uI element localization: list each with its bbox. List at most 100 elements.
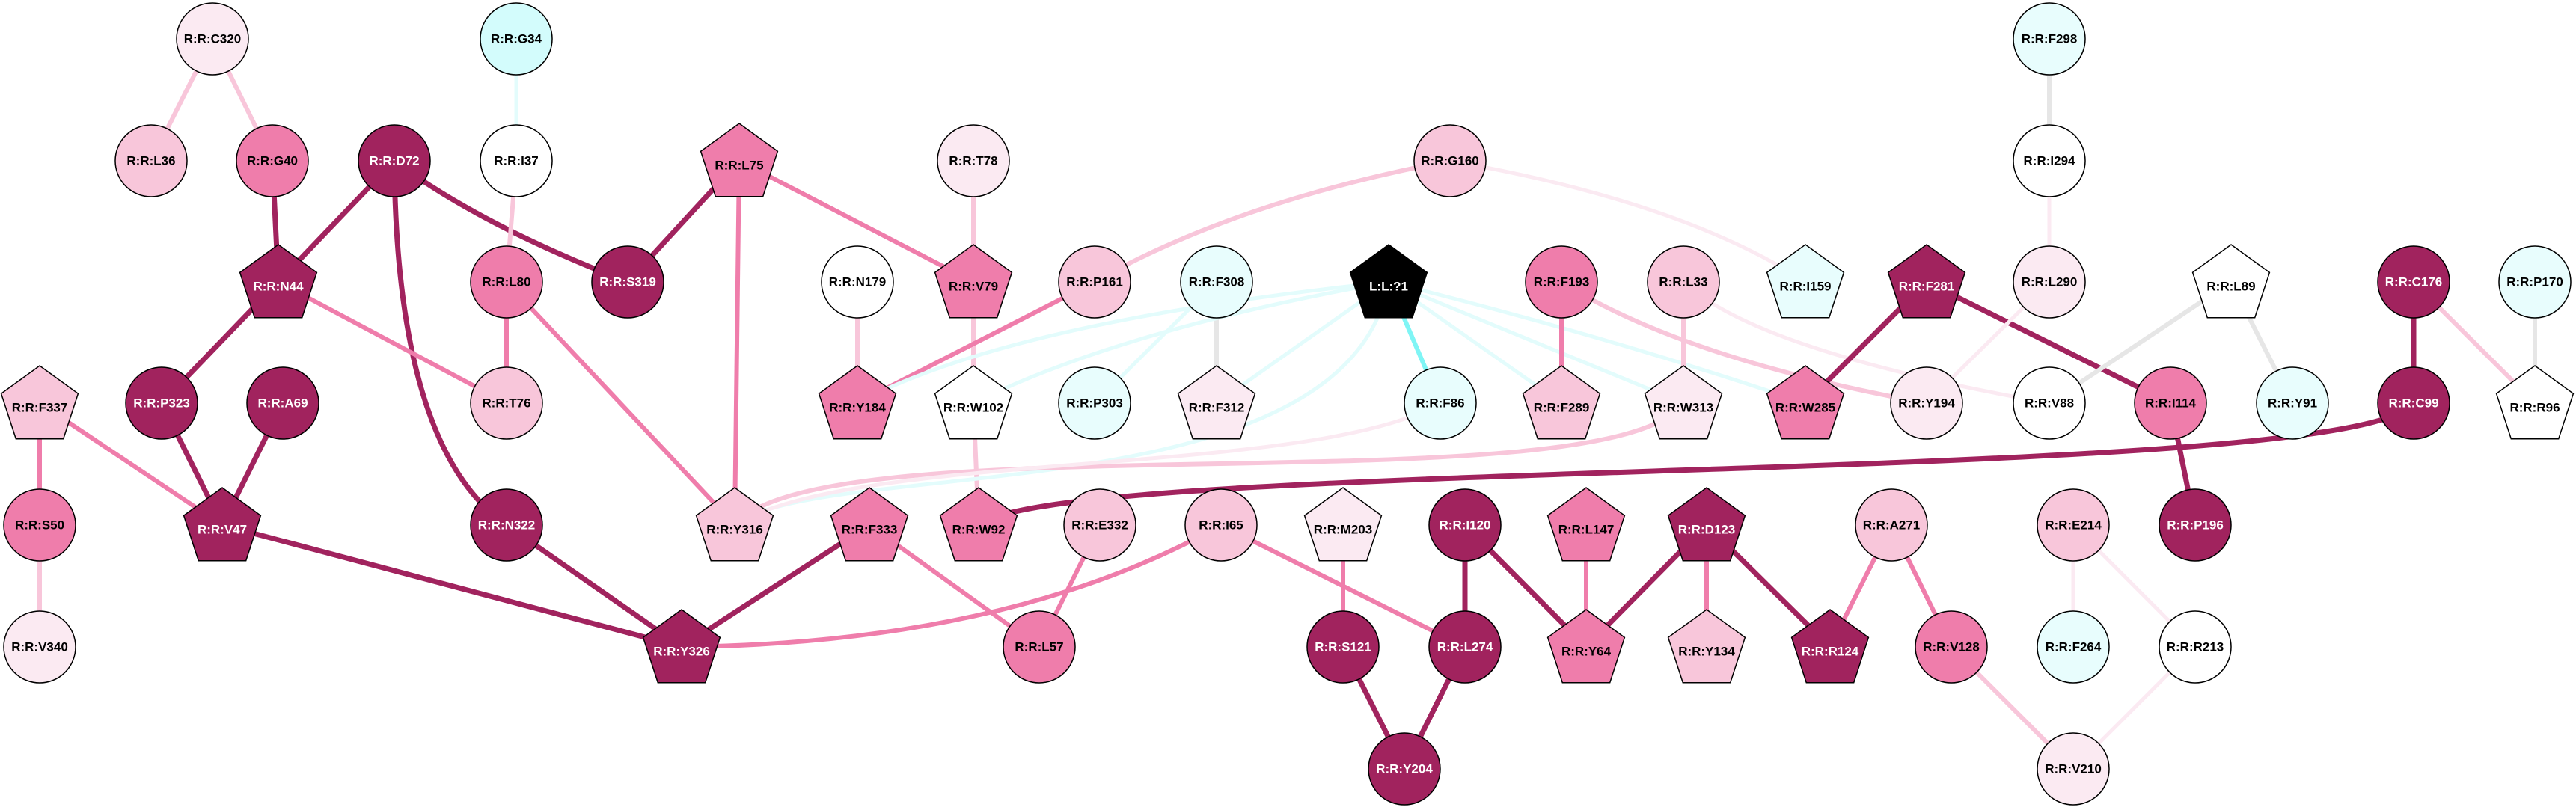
node-r-r-y316[interactable]: R:R:Y316 <box>695 487 774 562</box>
node-r-r-v88[interactable]: R:R:V88 <box>2013 366 2086 440</box>
node-r-r-w313[interactable]: R:R:W313 <box>1644 365 1723 440</box>
node-l-l--1[interactable]: L:L:?1 <box>1349 244 1428 319</box>
node-r-r-y91[interactable]: R:R:Y91 <box>2256 366 2329 440</box>
node-r-r-n44[interactable]: R:R:N44 <box>239 244 318 319</box>
node-r-r-p303[interactable]: R:R:P303 <box>1058 366 1131 440</box>
node-r-r-w285[interactable]: R:R:W285 <box>1766 365 1845 440</box>
node-r-r-p323[interactable]: R:R:P323 <box>125 366 198 440</box>
node-r-r-f312[interactable]: R:R:F312 <box>1177 365 1256 440</box>
node-label: R:R:F337 <box>12 401 68 415</box>
node-r-r-s50[interactable]: R:R:S50 <box>3 488 76 562</box>
edge-F333-Y326 <box>680 523 871 649</box>
node-r-r-f289[interactable]: R:R:F289 <box>1522 365 1601 440</box>
node-r-r-t76[interactable]: R:R:T76 <box>470 366 543 440</box>
node-r-r-r124[interactable]: R:R:R124 <box>1790 609 1870 684</box>
node-r-r-r96[interactable]: R:R:R96 <box>2495 365 2575 440</box>
node-r-r-f264[interactable]: R:R:F264 <box>2037 610 2110 684</box>
node-r-r-d123[interactable]: R:R:D123 <box>1667 487 1746 562</box>
node-r-r-l89[interactable]: R:R:L89 <box>2191 244 2271 319</box>
node-r-r-y194[interactable]: R:R:Y194 <box>1890 366 1963 440</box>
node-circle <box>1890 366 1963 440</box>
node-r-r-l36[interactable]: R:R:L36 <box>114 124 188 197</box>
node-r-r-f281[interactable]: R:R:F281 <box>1887 244 1966 319</box>
node-r-r-l290[interactable]: R:R:L290 <box>2013 245 2086 319</box>
node-pentagon <box>239 244 318 319</box>
node-r-r-r213[interactable]: R:R:R213 <box>2159 610 2232 684</box>
node-r-r-v79[interactable]: R:R:V79 <box>934 244 1013 319</box>
node-r-r-s121[interactable]: R:R:S121 <box>1306 610 1380 684</box>
node-r-r-w102[interactable]: R:R:W102 <box>934 365 1013 440</box>
node-r-r-p170[interactable]: R:R:P170 <box>2498 245 2572 319</box>
node-r-r-g34[interactable]: R:R:G34 <box>480 2 553 76</box>
node-r-r-w92[interactable]: R:R:W92 <box>939 487 1018 562</box>
node-r-r-t78[interactable]: R:R:T78 <box>937 124 1010 197</box>
node-label: R:R:N179 <box>829 275 887 289</box>
node-r-r-i114[interactable]: R:R:I114 <box>2134 366 2207 440</box>
node-label: R:R:C99 <box>2388 396 2438 411</box>
node-r-r-d72[interactable]: R:R:D72 <box>358 124 431 197</box>
node-r-r-l147[interactable]: R:R:L147 <box>1546 487 1626 562</box>
node-r-r-l33[interactable]: R:R:L33 <box>1647 245 1720 319</box>
node-r-r-p161[interactable]: R:R:P161 <box>1058 245 1131 319</box>
node-r-r-v340[interactable]: R:R:V340 <box>3 610 76 684</box>
node-r-r-y184[interactable]: R:R:Y184 <box>818 365 897 440</box>
edge-W313-Y316 <box>732 402 1686 527</box>
node-circle <box>1428 610 1502 684</box>
node-r-r-e214[interactable]: R:R:E214 <box>2037 488 2110 562</box>
edge-F337-V47 <box>38 401 224 527</box>
node-r-r-f308[interactable]: R:R:F308 <box>1180 245 1253 319</box>
node-label: R:R:P196 <box>2167 518 2224 533</box>
node-r-r-s319[interactable]: R:R:S319 <box>591 245 664 319</box>
node-r-r-f333[interactable]: R:R:F333 <box>830 487 909 562</box>
edge-Y326-I65 <box>681 523 1223 649</box>
node-r-r-c320[interactable]: R:R:C320 <box>176 2 249 76</box>
node-pentagon <box>818 365 897 440</box>
node-label: R:R:Y326 <box>653 645 710 659</box>
node-circle <box>480 124 553 197</box>
node-r-r-y134[interactable]: R:R:Y134 <box>1667 609 1746 684</box>
node-r-r-g160[interactable]: R:R:G160 <box>1413 124 1487 197</box>
node-r-r-f193[interactable]: R:R:F193 <box>1525 245 1598 319</box>
node-r-r-v47[interactable]: R:R:V47 <box>183 487 262 562</box>
node-label: R:R:F333 <box>842 523 898 537</box>
node-circle <box>114 124 188 197</box>
node-r-r-a271[interactable]: R:R:A271 <box>1855 488 1928 562</box>
node-r-r-c176[interactable]: R:R:C176 <box>2377 245 2450 319</box>
node-r-r-y204[interactable]: R:R:Y204 <box>1368 732 1441 806</box>
node-label: R:R:L57 <box>1015 640 1063 654</box>
node-r-r-v210[interactable]: R:R:V210 <box>2037 732 2110 806</box>
node-r-r-l274[interactable]: R:R:L274 <box>1428 610 1502 684</box>
node-r-r-m203[interactable]: R:R:M203 <box>1303 487 1383 562</box>
node-label: R:R:Y91 <box>2268 396 2317 411</box>
node-r-r-c99[interactable]: R:R:C99 <box>2377 366 2450 440</box>
node-r-r-n179[interactable]: R:R:N179 <box>821 245 894 319</box>
node-r-r-g40[interactable]: R:R:G40 <box>236 124 309 197</box>
node-r-r-i65[interactable]: R:R:I65 <box>1184 488 1258 562</box>
node-label: R:R:L80 <box>482 275 530 289</box>
node-circle <box>2013 124 2086 197</box>
node-circle <box>1306 610 1380 684</box>
node-label: R:R:W285 <box>1775 401 1835 415</box>
node-r-r-f298[interactable]: R:R:F298 <box>2013 2 2086 76</box>
node-r-r-y326[interactable]: R:R:Y326 <box>642 609 721 684</box>
edge-D72-N322 <box>391 160 508 527</box>
node-r-r-i294[interactable]: R:R:I294 <box>2013 124 2086 197</box>
node-r-r-i37[interactable]: R:R:I37 <box>480 124 553 197</box>
node-r-r-v128[interactable]: R:R:V128 <box>1915 610 1988 684</box>
node-r-r-n322[interactable]: R:R:N322 <box>470 488 543 562</box>
node-r-r-f337[interactable]: R:R:F337 <box>0 365 79 440</box>
node-r-r-e332[interactable]: R:R:E332 <box>1063 488 1136 562</box>
node-r-r-i120[interactable]: R:R:I120 <box>1428 488 1502 562</box>
node-r-r-f86[interactable]: R:R:F86 <box>1404 366 1477 440</box>
node-circle <box>470 488 543 562</box>
node-r-r-y64[interactable]: R:R:Y64 <box>1546 609 1626 684</box>
node-circle <box>3 610 76 684</box>
node-r-r-l57[interactable]: R:R:L57 <box>1003 610 1076 684</box>
node-r-r-p196[interactable]: R:R:P196 <box>2159 488 2232 562</box>
node-label: R:R:R124 <box>1802 645 1859 659</box>
node-r-r-l80[interactable]: R:R:L80 <box>470 245 543 319</box>
node-circle <box>2013 2 2086 76</box>
node-r-r-i159[interactable]: R:R:I159 <box>1766 244 1845 319</box>
node-r-r-l75[interactable]: R:R:L75 <box>700 123 779 197</box>
node-r-r-a69[interactable]: R:R:A69 <box>246 366 319 440</box>
